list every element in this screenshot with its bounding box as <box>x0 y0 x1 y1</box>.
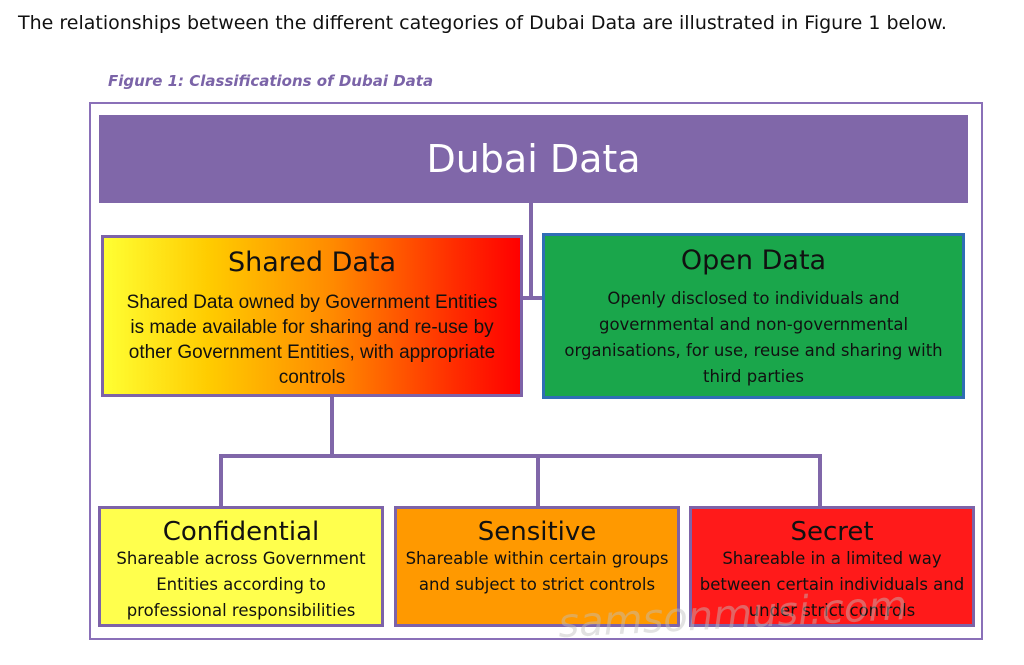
connector-secret <box>818 454 822 507</box>
secret-box: Secret Shareable in a limited way betwee… <box>689 506 975 627</box>
open-data-title: Open Data <box>680 245 827 276</box>
connector-horizontal-bar <box>219 454 822 458</box>
secret-description: Shareable in a limited way between certa… <box>699 549 965 620</box>
open-data-description: Openly disclosed to individuals and gove… <box>564 289 943 386</box>
connector-confidential <box>219 454 223 507</box>
intro-text: The relationships between the different … <box>18 12 947 34</box>
sensitive-description: Shareable within certain groups and subj… <box>405 549 669 594</box>
confidential-box: Confidential Shareable across Government… <box>98 506 384 627</box>
sensitive-box: Sensitive Shareable within certain group… <box>394 506 680 627</box>
connector-dubai-vertical <box>529 203 533 299</box>
confidential-title: Confidential <box>162 517 320 547</box>
shared-data-title: Shared Data <box>227 247 397 278</box>
shared-data-box: Shared Data Shared Data owned by Governm… <box>101 235 523 397</box>
figure-frame <box>89 102 983 640</box>
open-data-box: Open Data Openly disclosed to individual… <box>542 233 965 399</box>
secret-title: Secret <box>790 517 874 547</box>
figure-caption: Figure 1: Classifications of Dubai Data <box>108 72 434 90</box>
dubai-data-title: Dubai Data <box>426 137 641 181</box>
connector-shared-open <box>520 296 544 300</box>
dubai-data-box: Dubai Data <box>99 115 968 203</box>
sensitive-title: Sensitive <box>477 517 597 547</box>
connector-sensitive <box>536 454 540 507</box>
connector-shared-down <box>330 397 334 455</box>
confidential-description: Shareable across Government Entities acc… <box>116 549 366 620</box>
shared-data-description: Shared Data owned by Government Entities… <box>126 292 498 388</box>
